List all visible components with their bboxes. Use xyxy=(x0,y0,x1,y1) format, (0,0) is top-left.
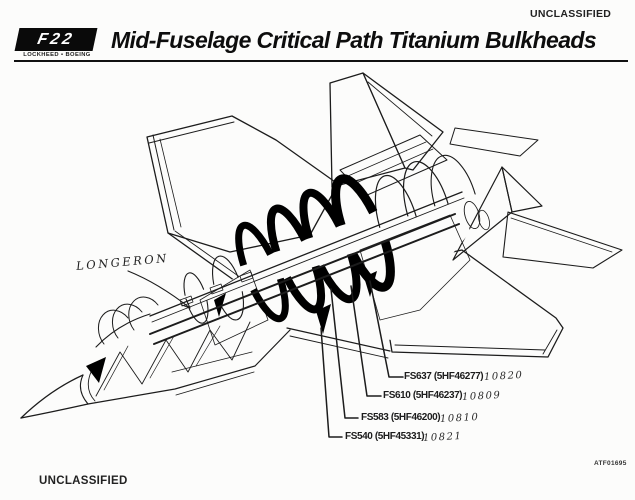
fuselage xyxy=(83,191,471,405)
classification-bottom: UNCLASSIFIED xyxy=(39,475,128,487)
f22-logo-mark: F22 xyxy=(36,30,77,48)
header-rule xyxy=(14,60,628,62)
callout-fs610-note: 10809 xyxy=(461,389,502,404)
classification-top: UNCLASSIFIED xyxy=(530,8,612,20)
leader-fs610 xyxy=(350,285,382,397)
leader-fs583 xyxy=(330,288,359,419)
callout-fs583: FS583 (5HF46200) xyxy=(361,412,441,423)
left-vertical-tail xyxy=(329,72,444,188)
right-stabilator xyxy=(502,211,623,269)
black-wedge xyxy=(316,304,331,334)
page-title: Mid-Fuselage Critical Path Titanium Bulk… xyxy=(111,27,597,53)
right-vertical-tail xyxy=(452,166,543,261)
black-wedge xyxy=(214,293,226,317)
callout-fs583-note: 10810 xyxy=(439,411,480,426)
bulkhead-fs637 xyxy=(331,174,395,292)
callout-fs610: FS610 (5HF46237) xyxy=(383,390,463,401)
longeron-arrow xyxy=(127,270,191,309)
leader-fs637 xyxy=(369,280,404,378)
left-stabilator xyxy=(449,127,539,157)
radome xyxy=(20,371,96,419)
bulkhead-fs610 xyxy=(299,188,361,304)
callout-fs637: FS637 (5HF46277) xyxy=(404,371,484,382)
logo-subtext: LOCKHEED • BOEING xyxy=(23,52,91,58)
callout-fs637-note: 10820 xyxy=(483,369,524,384)
titanium-bulkheads xyxy=(86,174,395,383)
fuselage-frames xyxy=(183,154,490,324)
callout-fs540: FS540 (5HF45331) xyxy=(345,431,425,442)
right-wing xyxy=(377,249,564,358)
longeron-lines xyxy=(149,213,460,345)
lockheed-boeing-logo: F22 xyxy=(14,28,98,51)
bulkhead-fs540 xyxy=(235,221,289,323)
leader-fs540 xyxy=(320,327,343,438)
canopy-frames xyxy=(95,296,159,348)
figure-number: ATF01695 xyxy=(594,460,627,467)
callout-fs540-note: 10821 xyxy=(422,430,463,445)
black-wedge xyxy=(86,357,106,383)
leader-lines xyxy=(320,280,404,438)
bulkhead-fs583 xyxy=(266,204,326,314)
left-wing xyxy=(146,115,339,253)
